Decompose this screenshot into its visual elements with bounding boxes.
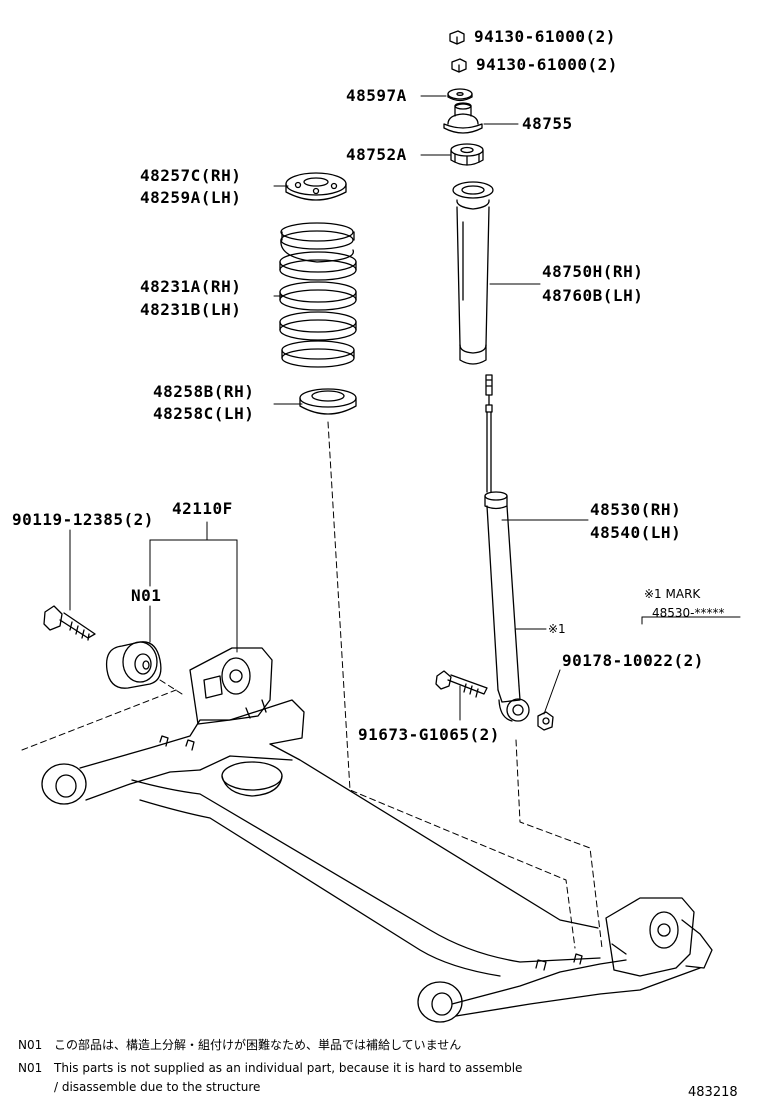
label-mark-value: 48530-*****	[652, 606, 725, 620]
nut-top-2-part[interactable]	[451, 58, 467, 73]
bolt-lower-part[interactable]	[435, 670, 488, 698]
footnote-en-cont: / disassemble due to the structure	[18, 1080, 260, 1095]
label-absorber-rh: 48530(RH)	[590, 500, 682, 519]
label-bolt-lower: 91673-G1065(2)	[358, 725, 500, 744]
label-coil-spring-rh: 48231A(RH)	[140, 277, 242, 296]
label-coil-spring-lh: 48231B(LH)	[140, 300, 242, 319]
bushing-part[interactable]	[105, 641, 162, 689]
label-upper-insulator-lh: 48259A(LH)	[140, 188, 242, 207]
leader-lines	[69, 95, 741, 721]
label-mark-title: ※1 MARK	[644, 587, 701, 601]
nut-lower-part[interactable]	[537, 711, 554, 731]
footnote-code: N01	[18, 1061, 43, 1075]
label-nut-top-2: 94130-61000(2)	[476, 55, 618, 74]
dashed-reference-lines	[21, 421, 603, 949]
label-absorber-lh: 48540(LH)	[590, 523, 682, 542]
figure-id: 483218	[688, 1085, 738, 1100]
nut-top-1-part[interactable]	[449, 30, 465, 45]
footnote-text: この部品は、構造上分解・組付けが困難なため、単品では補給していません	[54, 1038, 462, 1052]
footnote-en: N01 This parts is not supplied as an indi…	[18, 1061, 522, 1076]
upper-seat-part[interactable]	[450, 143, 484, 166]
footnote-ja: N01 この部品は、構造上分解・組付けが困難なため、単品では補給していません	[18, 1038, 461, 1053]
label-upper-insulator-rh: 48257C(RH)	[140, 166, 242, 185]
label-bushing-n01: N01	[131, 586, 162, 605]
washer-part[interactable]	[447, 88, 473, 102]
bump-stopper-part[interactable]	[452, 181, 494, 365]
label-bump-stopper-rh: 48750H(RH)	[542, 262, 644, 281]
coil-spring-part[interactable]	[279, 222, 357, 368]
shock-absorber-part[interactable]	[484, 374, 530, 722]
label-nut-lower: 90178-10022(2)	[562, 651, 704, 670]
label-upper-seat: 48752A	[346, 145, 407, 164]
label-nut-top-1: 94130-61000(2)	[474, 27, 616, 46]
bolt-front-part[interactable]	[43, 605, 96, 641]
label-bolt-front: 90119-12385(2)	[12, 510, 154, 529]
label-lower-insulator-rh: 48258B(RH)	[153, 382, 255, 401]
label-washer: 48597A	[346, 86, 407, 105]
label-lower-insulator-lh: 48258C(LH)	[153, 404, 255, 423]
lower-spring-insulator-part[interactable]	[299, 388, 357, 415]
label-axle-beam: 42110F	[172, 499, 233, 518]
label-bump-stopper-lh: 48760B(LH)	[542, 286, 644, 305]
axle-beam-part[interactable]	[41, 647, 713, 1023]
label-support: 48755	[522, 114, 573, 133]
footnote-text: This parts is not supplied as an individ…	[54, 1061, 523, 1075]
footnote-text: / disassemble due to the structure	[54, 1080, 261, 1094]
upper-spring-insulator-part[interactable]	[285, 172, 347, 201]
label-mark-ref: ※1	[548, 622, 566, 636]
footnote-code: N01	[18, 1038, 43, 1052]
support-part[interactable]	[443, 102, 483, 134]
